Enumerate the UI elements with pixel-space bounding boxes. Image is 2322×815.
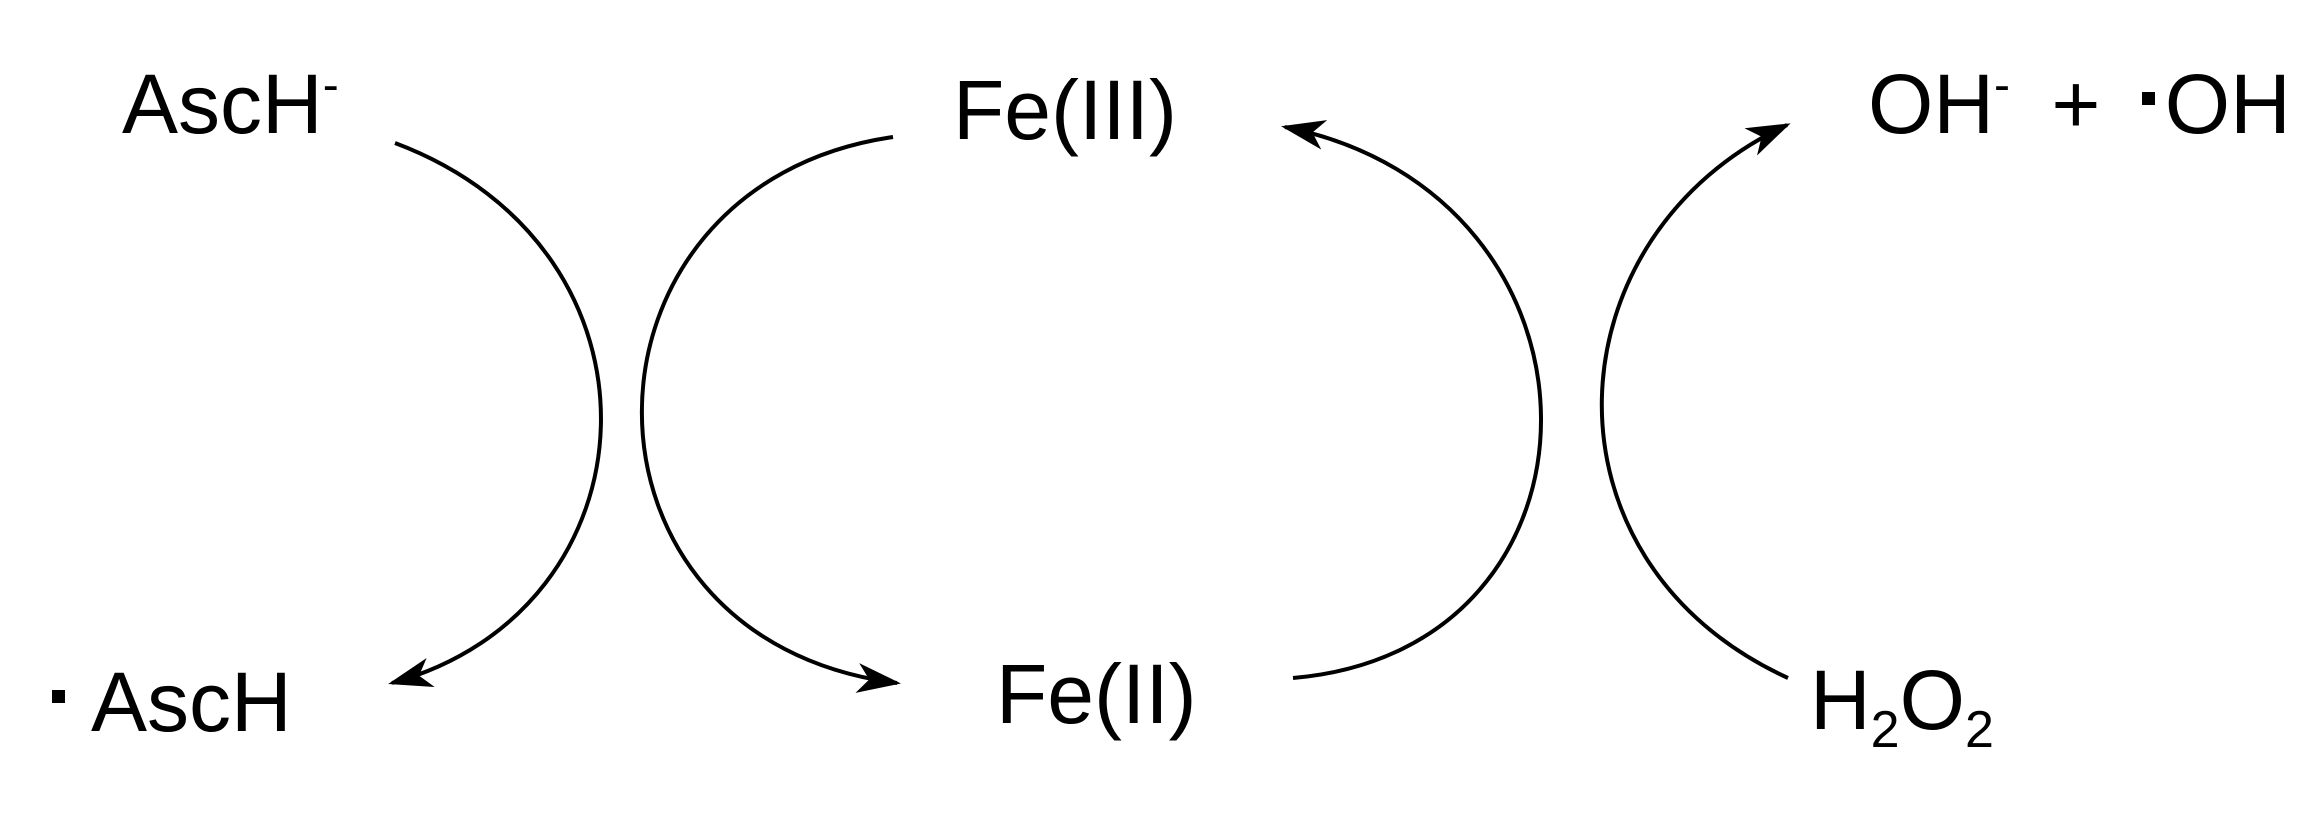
hydroxide-charge: - (1994, 59, 2010, 112)
iron-reduction-arrow (639, 135, 901, 693)
peroxide-cleavage-arrow (1599, 123, 1791, 680)
iron-oxidation-arrow (1281, 120, 1543, 680)
radical-dot-icon (52, 690, 65, 703)
ascorbate-anion-base: AscH (122, 57, 323, 151)
products-label: OH- + OH (1868, 59, 2291, 147)
ascorbate-anion-charge: - (322, 59, 339, 112)
hydroxide-base: OH (1868, 57, 1994, 151)
ascorbyl-radical-base: AscH (91, 655, 292, 749)
h2o2-h: H (1810, 653, 1871, 747)
iron-iii-text: Fe(III) (953, 63, 1177, 157)
iron-ii-label: Fe(II) (996, 652, 1197, 736)
h2o2-sub-1: 2 (1870, 701, 1900, 759)
h2o2-sub-2: 2 (1964, 701, 1994, 759)
hydroxyl-radical-base: OH (2164, 57, 2291, 151)
iron-ii-text: Fe(II) (996, 647, 1197, 741)
iron-iii-label: Fe(III) (953, 68, 1177, 152)
ascorbyl-radical-label: AscH (52, 660, 292, 744)
h2o2-o: O (1899, 653, 1965, 747)
hydroxyl-radical-dot-icon (2141, 92, 2155, 105)
plus-sign: + (2051, 57, 2101, 151)
ascorbate-anion-label: AscH- (122, 59, 339, 147)
ascorbate-oxidation-arrow (388, 141, 603, 687)
hydrogen-peroxide-label: H2O2 (1810, 658, 1994, 756)
